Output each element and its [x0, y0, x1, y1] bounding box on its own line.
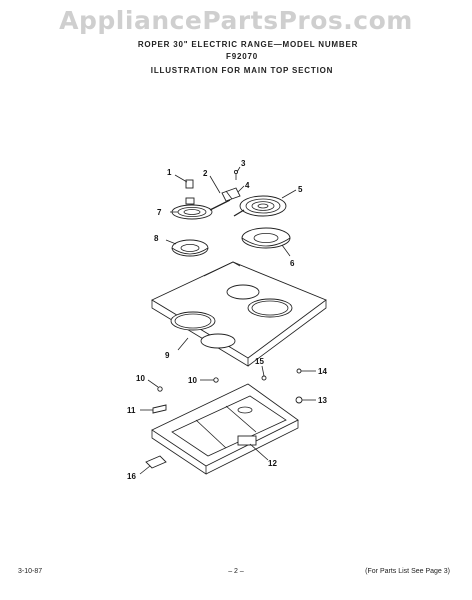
footer-page-number: – 2 – [228, 568, 244, 575]
illustration-title: ILLUSTRATION FOR MAIN TOP SECTION [150, 66, 334, 75]
callout-5: 5 [298, 185, 303, 194]
title-line-model: ROPER 30" ELECTRIC RANGE—MODEL NUMBER [137, 40, 359, 49]
callout-8: 8 [154, 234, 159, 243]
callout-1: 1 [167, 168, 172, 177]
callout-13: 13 [318, 396, 327, 405]
leader-lines [139, 166, 316, 475]
terminal-block-part[interactable] [221, 187, 241, 202]
footer-date: 3-10-87 [18, 568, 43, 575]
burner-box[interactable] [151, 383, 299, 475]
footer-parts-list-note: (For Parts List See Page 3) [365, 568, 450, 575]
screw-part[interactable] [233, 169, 239, 180]
spacer-part[interactable] [295, 368, 303, 404]
large-surface-element[interactable] [233, 195, 287, 217]
small-drip-bowl[interactable] [171, 239, 209, 257]
callout-15: 15 [255, 357, 264, 366]
callout-4: 4 [245, 181, 250, 190]
callout-12: 12 [268, 459, 277, 468]
callout-6: 6 [290, 259, 295, 268]
callout-16: 16 [127, 472, 136, 481]
knob-cap-part[interactable] [185, 179, 194, 189]
main-top-panel[interactable] [151, 261, 327, 367]
callout-11: 11 [127, 406, 136, 415]
callout-10-mid: 10 [188, 376, 197, 385]
callout-9: 9 [165, 351, 170, 360]
watermark: AppliancePartsPros.com [59, 6, 413, 35]
large-drip-bowl[interactable] [241, 227, 291, 249]
access-cover-part[interactable] [145, 455, 167, 469]
small-surface-element[interactable] [171, 197, 231, 220]
callout-14: 14 [318, 367, 327, 376]
callout-2: 2 [203, 169, 208, 178]
bracket-part[interactable] [152, 404, 167, 414]
callout-7: 7 [157, 208, 162, 217]
callout-3: 3 [241, 159, 246, 168]
callout-10-left: 10 [136, 374, 145, 383]
model-number: F92070 [226, 52, 258, 61]
